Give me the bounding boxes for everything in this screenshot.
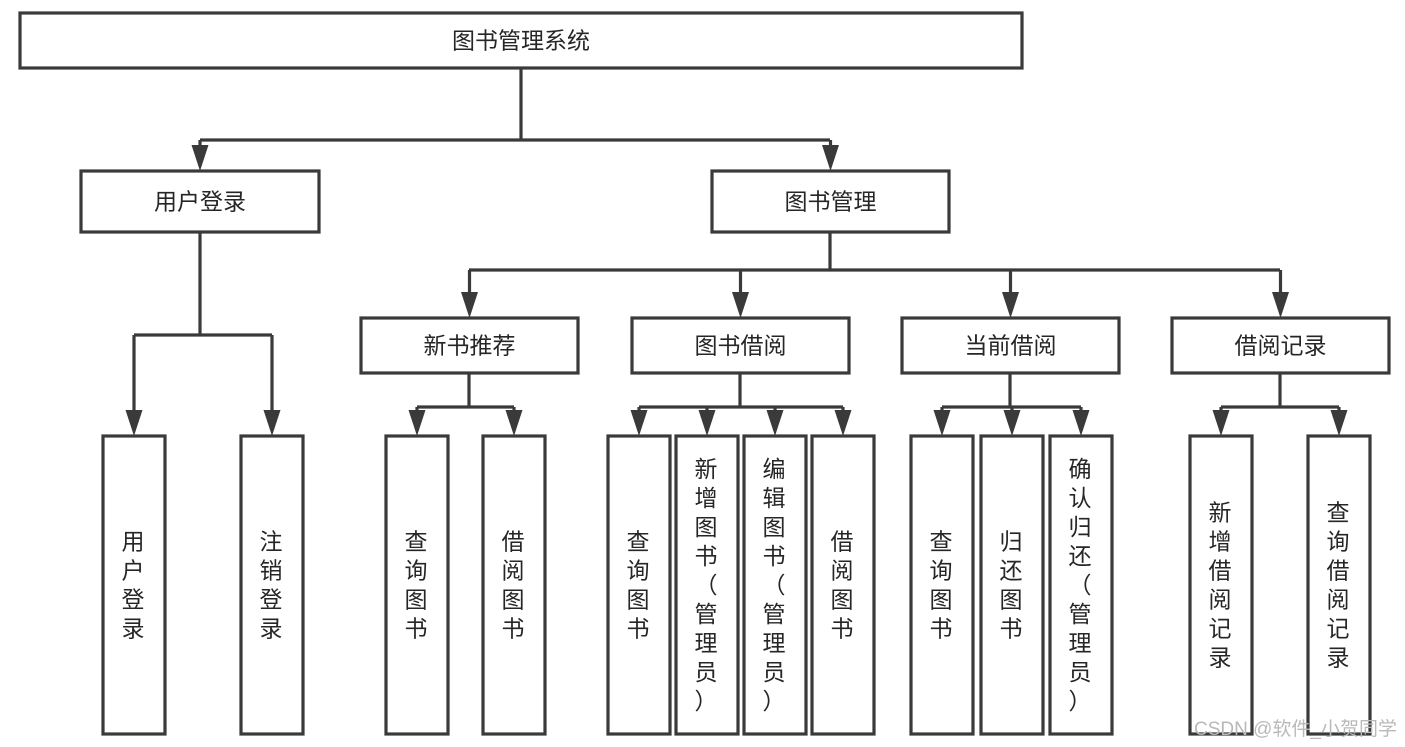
connector-arrow-book-management	[822, 140, 839, 171]
node-leaf-query-borrow-record[interactable]: 查询借阅记录	[1306, 434, 1372, 736]
connector-arrow-leaf-borrow-book-recommend	[505, 407, 523, 436]
node-label-leaf-add-book-admin: 新增图书（管理员）	[695, 456, 720, 714]
node-leaf-user-login[interactable]: 用户登录	[101, 434, 167, 736]
node-label-new-book-recommend: 新书推荐	[424, 333, 516, 359]
node-box-leaf-borrow-book[interactable]	[810, 434, 876, 736]
node-borrow-record[interactable]: 借阅记录	[1170, 316, 1391, 375]
node-box-leaf-add-borrow-record[interactable]	[1188, 434, 1254, 736]
node-label-borrow-record: 借阅记录	[1235, 333, 1327, 359]
node-current-borrow[interactable]: 当前借阅	[900, 316, 1121, 375]
node-label-leaf-borrow-book: 借阅图书	[831, 529, 856, 642]
node-box-leaf-return-book[interactable]	[979, 434, 1045, 736]
node-box-root[interactable]	[18, 11, 1024, 70]
connector-arrow-leaf-edit-book-admin	[766, 407, 784, 436]
connector-bus-borrow-record	[1221, 373, 1339, 409]
connector-arrow-borrow-record	[1272, 270, 1289, 318]
connector-arrow-leaf-query-borrow-record	[1330, 407, 1348, 436]
node-box-leaf-query-borrow-record[interactable]	[1306, 434, 1372, 736]
node-label-leaf-edit-book-admin: 编辑图书（管理员）	[763, 456, 788, 714]
node-label-root: 图书管理系统	[452, 28, 590, 54]
node-label-user-login: 用户登录	[154, 189, 246, 215]
nodes-layer: 图书管理系统用户登录图书管理新书推荐图书借阅当前借阅借阅记录用户登录注销登录查询…	[18, 11, 1391, 736]
connector-arrow-leaf-add-borrow-record	[1212, 407, 1230, 436]
node-label-leaf-query-borrow-record: 查询借阅记录	[1327, 500, 1352, 671]
node-leaf-confirm-return-admin[interactable]: 确认归还（管理员）	[1048, 434, 1114, 736]
node-label-leaf-query-book-recommend: 查询图书	[405, 529, 430, 642]
node-label-leaf-add-borrow-record: 新增借阅记录	[1209, 500, 1234, 671]
connector-arrow-leaf-confirm-return-admin	[1072, 407, 1090, 436]
node-label-book-management: 图书管理	[785, 189, 877, 215]
connector-bus-new-book-recommend	[417, 373, 514, 409]
node-box-leaf-borrow-book-recommend[interactable]	[481, 434, 547, 736]
connector-arrow-current-borrow	[1002, 270, 1019, 318]
connector-bus-root	[200, 68, 830, 142]
node-box-current-borrow[interactable]	[900, 316, 1121, 375]
connector-bus-book-borrow	[639, 373, 843, 409]
node-user-login[interactable]: 用户登录	[79, 169, 321, 234]
connectors-layer	[125, 68, 1348, 436]
node-box-leaf-query-book-borrow[interactable]	[606, 434, 672, 736]
node-leaf-add-borrow-record[interactable]: 新增借阅记录	[1188, 434, 1254, 736]
connector-bus-book-management	[469, 232, 1280, 272]
node-label-leaf-borrow-book-recommend: 借阅图书	[502, 529, 527, 642]
node-label-leaf-query-book-borrow: 查询图书	[627, 529, 652, 642]
node-box-borrow-record[interactable]	[1170, 316, 1391, 375]
node-leaf-add-book-admin[interactable]: 新增图书（管理员）	[674, 434, 740, 736]
node-leaf-query-book-current[interactable]: 查询图书	[909, 434, 975, 736]
node-label-leaf-confirm-return-admin: 确认归还（管理员）	[1069, 456, 1094, 714]
node-leaf-query-book-recommend[interactable]: 查询图书	[384, 434, 450, 736]
connector-arrow-leaf-query-book-borrow	[630, 407, 648, 436]
connector-arrow-user-login	[191, 140, 209, 171]
node-leaf-user-logout[interactable]: 注销登录	[239, 434, 305, 736]
node-box-leaf-user-login[interactable]	[101, 434, 167, 736]
node-box-book-borrow[interactable]	[630, 316, 851, 375]
node-root[interactable]: 图书管理系统	[18, 11, 1024, 70]
node-leaf-borrow-book-recommend[interactable]: 借阅图书	[481, 434, 547, 736]
node-leaf-edit-book-admin[interactable]: 编辑图书（管理员）	[742, 434, 808, 736]
connector-arrow-leaf-user-login	[125, 335, 143, 436]
connector-arrow-leaf-borrow-book	[834, 407, 852, 436]
node-new-book-recommend[interactable]: 新书推荐	[359, 316, 580, 375]
node-label-leaf-query-book-current: 查询图书	[930, 529, 955, 642]
node-leaf-borrow-book[interactable]: 借阅图书	[810, 434, 876, 736]
connector-arrow-book-borrow	[732, 270, 749, 318]
node-box-leaf-add-book-admin[interactable]	[674, 434, 740, 736]
node-label-leaf-user-login: 用户登录	[122, 529, 147, 642]
connector-arrow-leaf-query-book-recommend	[408, 407, 426, 436]
node-box-user-login[interactable]	[79, 169, 321, 234]
node-label-book-borrow: 图书借阅	[695, 333, 787, 359]
node-label-leaf-return-book: 归还图书	[1000, 529, 1025, 642]
connector-bus-user-login	[134, 232, 272, 337]
node-book-borrow[interactable]: 图书借阅	[630, 316, 851, 375]
connector-arrow-leaf-return-book	[1003, 407, 1021, 436]
node-box-leaf-confirm-return-admin[interactable]	[1048, 434, 1114, 736]
node-leaf-query-book-borrow[interactable]: 查询图书	[606, 434, 672, 736]
connector-arrow-leaf-user-logout	[263, 335, 281, 436]
node-box-leaf-user-logout[interactable]	[239, 434, 305, 736]
node-box-leaf-edit-book-admin[interactable]	[742, 434, 808, 736]
connector-bus-current-borrow	[942, 373, 1081, 409]
node-leaf-return-book[interactable]: 归还图书	[979, 434, 1045, 736]
node-label-current-borrow: 当前借阅	[965, 333, 1057, 359]
node-label-leaf-user-logout: 注销登录	[260, 529, 285, 642]
connector-arrow-leaf-add-book-admin	[698, 407, 716, 436]
node-box-new-book-recommend[interactable]	[359, 316, 580, 375]
node-box-leaf-query-book-current[interactable]	[909, 434, 975, 736]
node-book-management[interactable]: 图书管理	[710, 169, 951, 234]
node-box-book-management[interactable]	[710, 169, 951, 234]
connector-arrow-new-book-recommend	[461, 270, 478, 318]
node-box-leaf-query-book-recommend[interactable]	[384, 434, 450, 736]
connector-arrow-leaf-query-book-current	[933, 407, 951, 436]
